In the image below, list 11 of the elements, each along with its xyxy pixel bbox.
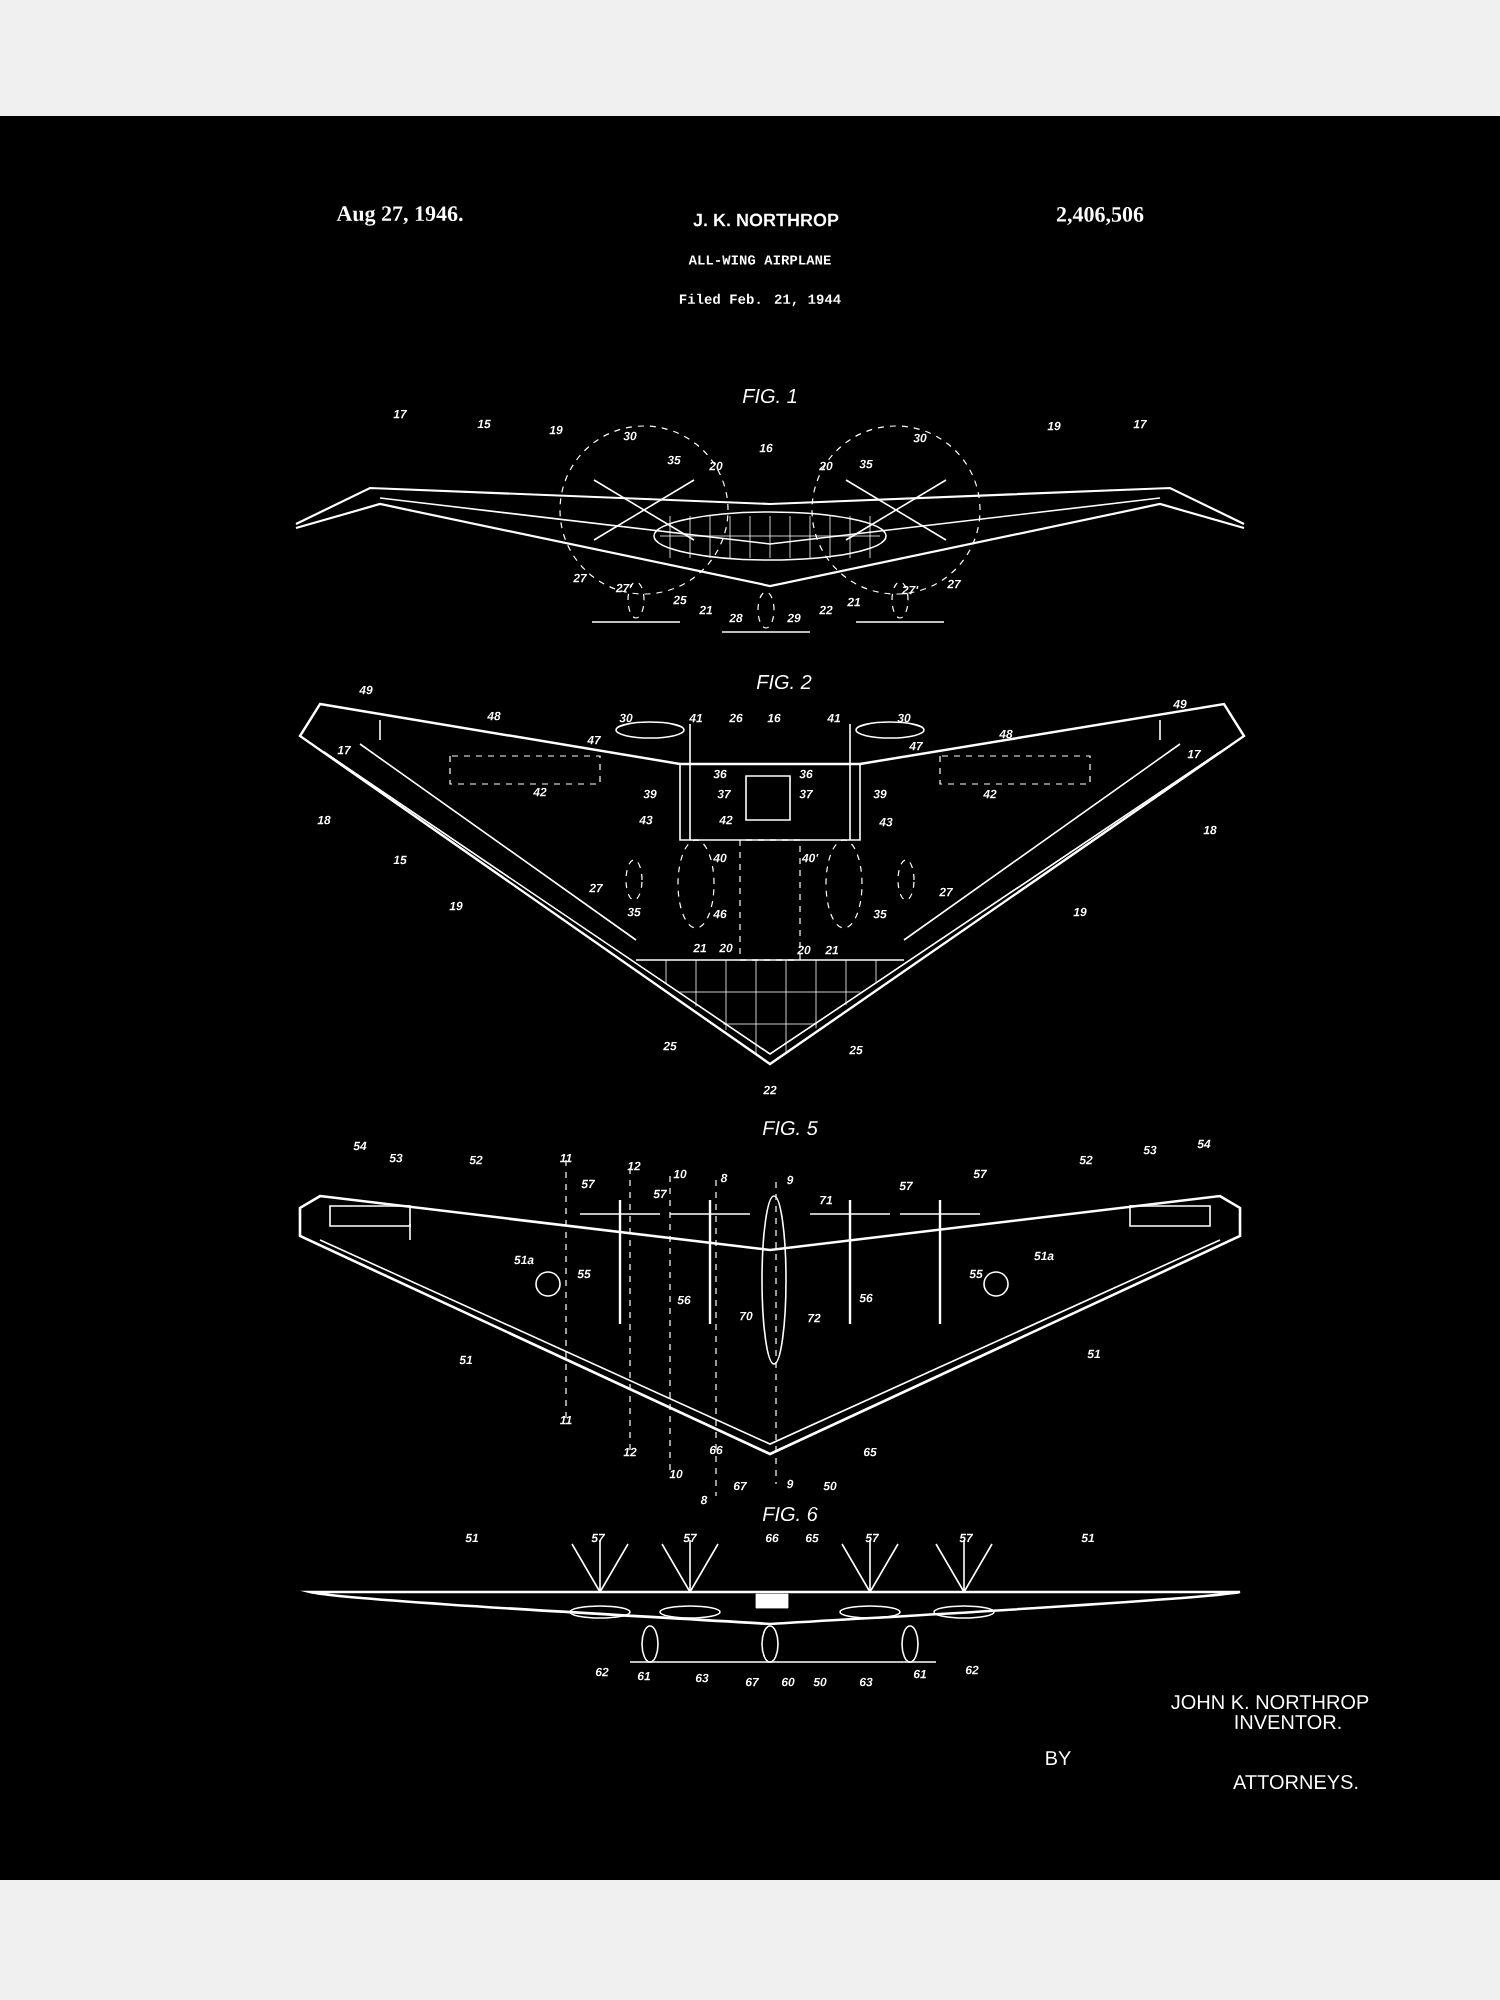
signature-text: JOHN K. NORTHROP (1171, 1694, 1369, 1710)
signature-text: INVENTOR. (1235, 1714, 1341, 1730)
figure-label: FIG. 5 (762, 1120, 818, 1136)
signature-text: BY (1046, 1751, 1071, 1765)
figure-label: FIG. 6 (762, 1506, 818, 1522)
signature-text: ATTORNEYS. (1233, 1774, 1358, 1790)
patent-number: 2,406,506 (1056, 207, 1144, 226)
figure-label: FIG. 1 (742, 388, 797, 404)
date-text: Aug 27, 1946. (336, 206, 463, 226)
figure-label: FIG. 2 (756, 674, 812, 690)
inventor-name: J. K. NORTHROP (693, 213, 839, 227)
